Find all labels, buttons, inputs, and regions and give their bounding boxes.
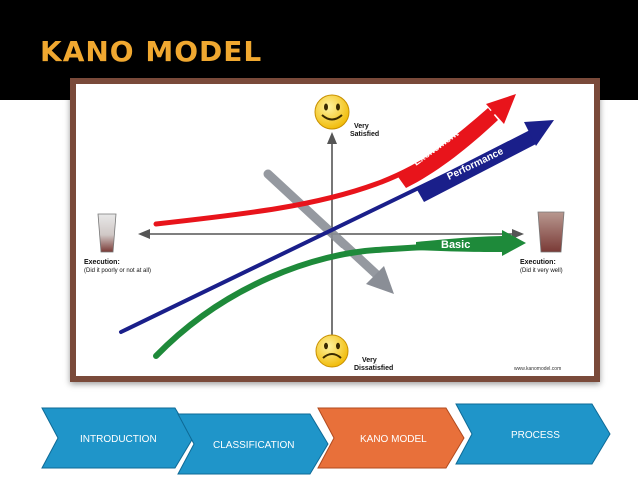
left-execution-detail: (Did it poorly or not at all) — [84, 268, 151, 274]
left-execution-label: Execution: — [84, 259, 120, 266]
left-axis-arrowhead — [138, 229, 150, 239]
step-introduction[interactable]: INTRODUCTION — [41, 407, 194, 469]
excitement-arrowhead — [486, 94, 516, 124]
performance-band — [416, 130, 536, 202]
step-process-label: PROCESS — [511, 430, 560, 441]
excitement-band — [396, 108, 498, 188]
kano-diagram: Time Basic Performance Excitement — [84, 94, 565, 372]
performance-arrowhead — [524, 120, 554, 146]
very-satisfied-line2: Satisfied — [350, 131, 379, 138]
time-arrow — [263, 169, 381, 279]
basic-band — [416, 236, 506, 252]
website-credit: www.kanomodel.com — [514, 366, 561, 372]
step-classification-label: CLASSIFICATION — [213, 440, 295, 451]
sad-face-icon — [315, 334, 349, 368]
basic-arrowhead — [502, 230, 526, 256]
kano-figure: Time Basic Performance Excitement — [76, 84, 594, 376]
step-introduction-label: INTRODUCTION — [80, 434, 157, 445]
very-dissatisfied-line1: Very — [362, 357, 377, 364]
right-axis-arrowhead — [512, 229, 524, 239]
step-process[interactable]: PROCESS — [455, 403, 611, 465]
empty-glass-icon — [97, 213, 117, 253]
happy-face-icon — [314, 94, 350, 130]
time-arrowhead — [366, 266, 394, 294]
step-classification[interactable]: CLASSIFICATION — [177, 413, 329, 475]
top-axis-arrowhead — [327, 132, 337, 144]
slide-title: KANO MODEL — [40, 35, 263, 68]
full-glass-icon — [537, 211, 565, 253]
very-satisfied-line1: Very — [354, 123, 369, 130]
kano-figure-frame: Time Basic Performance Excitement — [70, 78, 600, 382]
very-dissatisfied-line2: Dissatisfied — [354, 365, 393, 372]
step-kano-model-label: KANO MODEL — [360, 434, 427, 445]
basic-label: Basic — [441, 239, 470, 251]
step-kano-model[interactable]: KANO MODEL — [317, 407, 465, 469]
right-execution-detail: (Did it very well) — [520, 268, 563, 274]
right-execution-label: Execution: — [520, 259, 556, 266]
